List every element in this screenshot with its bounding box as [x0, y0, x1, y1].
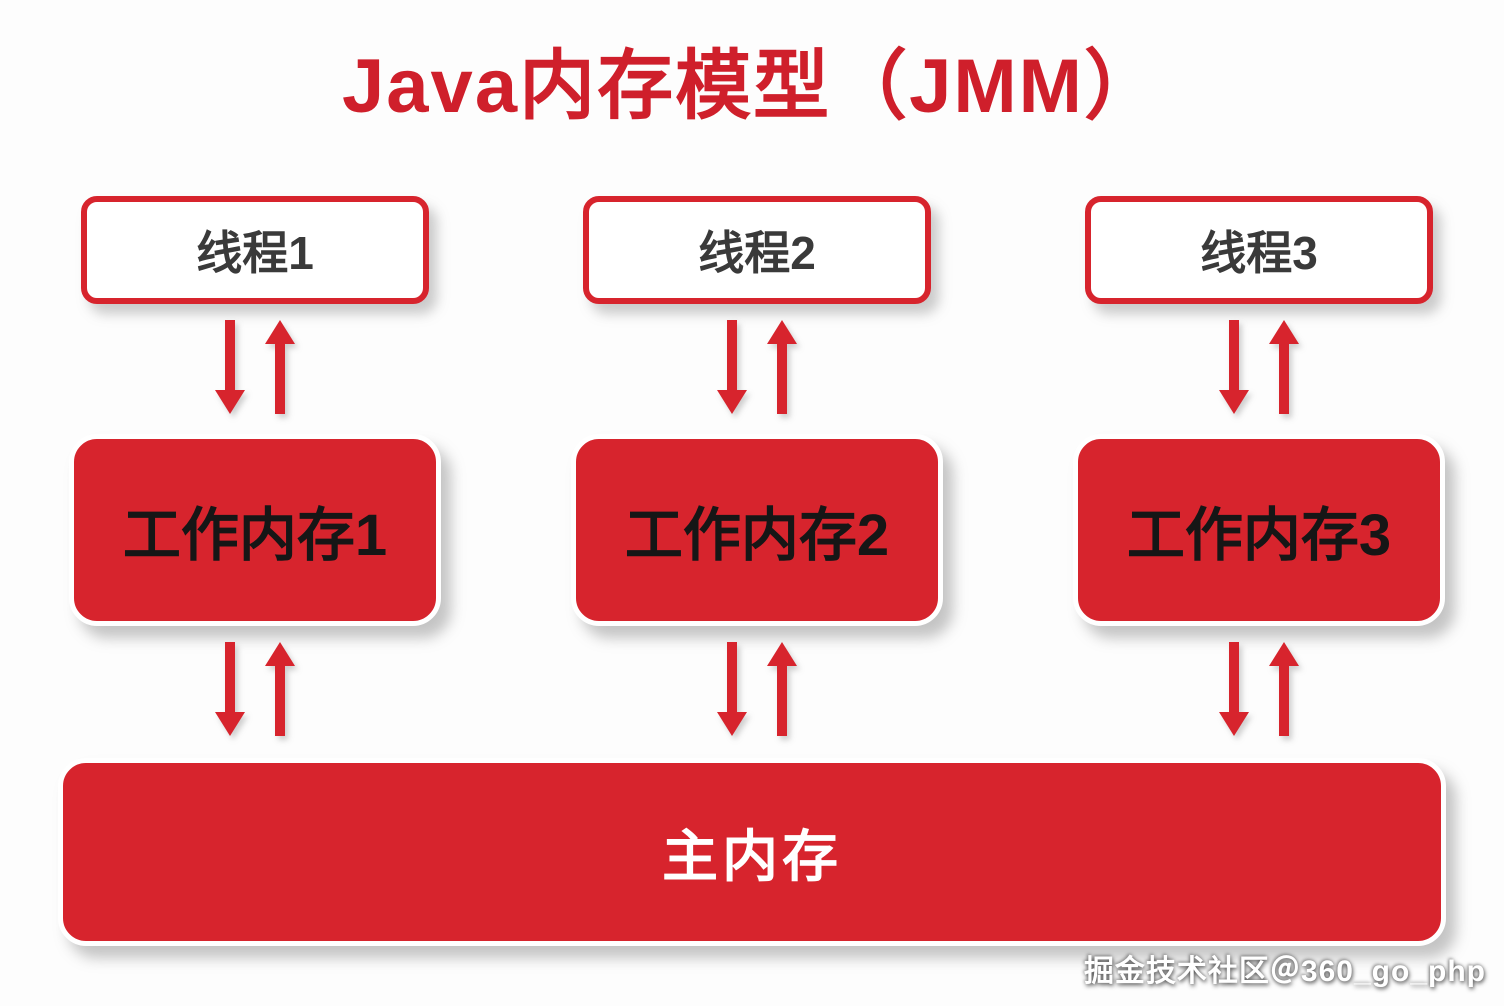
thread-column-3: 线程3 工作内存3: [1066, 196, 1452, 756]
up-arrow-icon: [1279, 344, 1289, 414]
thread-box-1: 线程1: [81, 196, 429, 304]
down-arrow-icon: [1229, 320, 1239, 390]
thread-box-3: 线程3: [1085, 196, 1433, 304]
thread-column-2: 线程2 工作内存2: [564, 196, 950, 756]
thread-columns: 线程1 工作内存1 线程2 工作内存2: [0, 196, 1504, 756]
thread3-workmem3-arrows: [1229, 320, 1289, 418]
working-memory-box-2: 工作内存2: [571, 434, 943, 626]
down-arrow-icon: [225, 320, 235, 390]
workmem2-mainmem-arrows: [727, 642, 787, 740]
thread-column-1: 线程1 工作内存1: [62, 196, 448, 756]
diagram-title: Java内存模型（JMM）: [342, 44, 1162, 129]
down-arrow-icon: [1229, 642, 1239, 712]
thread-label-3: 线程3: [1200, 227, 1318, 279]
up-arrow-icon: [777, 344, 787, 414]
workmem1-mainmem-arrows: [225, 642, 285, 740]
main-memory-box: 主内存: [58, 758, 1446, 946]
thread1-workmem1-arrows: [225, 320, 285, 418]
watermark: 掘金技术社区＠360_go_php: [1083, 955, 1486, 988]
main-memory-label: 主内存: [662, 824, 842, 888]
thread-label-1: 线程1: [196, 227, 314, 279]
working-memory-box-3: 工作内存3: [1073, 434, 1445, 626]
down-arrow-icon: [225, 642, 235, 712]
thread-label-2: 线程2: [698, 227, 816, 279]
down-arrow-icon: [727, 642, 737, 712]
working-memory-label-3: 工作内存3: [1126, 503, 1392, 568]
workmem3-mainmem-arrows: [1229, 642, 1289, 740]
up-arrow-icon: [777, 666, 787, 736]
up-arrow-icon: [275, 666, 285, 736]
working-memory-label-1: 工作内存1: [122, 503, 388, 568]
working-memory-label-2: 工作内存2: [624, 503, 890, 568]
down-arrow-icon: [727, 320, 737, 390]
thread-box-2: 线程2: [583, 196, 931, 304]
up-arrow-icon: [275, 344, 285, 414]
thread2-workmem2-arrows: [727, 320, 787, 418]
working-memory-box-1: 工作内存1: [69, 434, 441, 626]
jmm-diagram: Java内存模型（JMM） 线程1 工作内存1 线程2: [0, 24, 1504, 1006]
up-arrow-icon: [1279, 666, 1289, 736]
